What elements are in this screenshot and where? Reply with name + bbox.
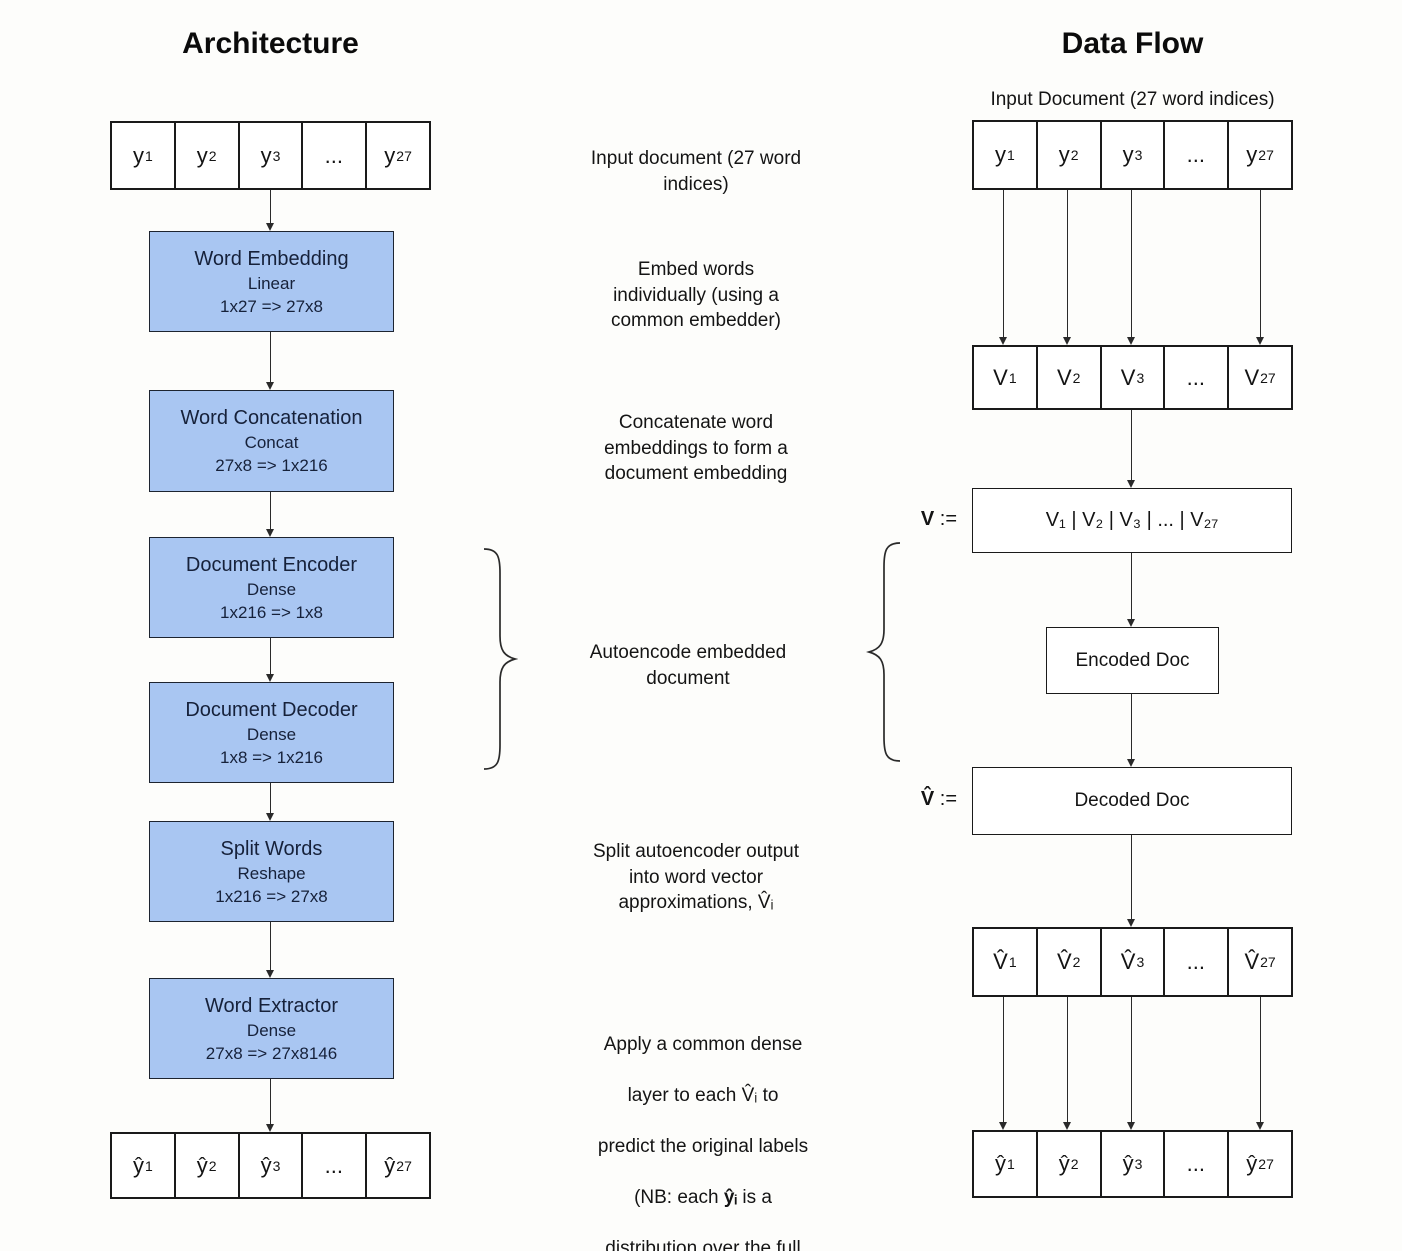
down-arrow [1127, 553, 1136, 627]
annotation-embed-words: Embed words individually (using a common… [610, 259, 782, 331]
down-arrow [1127, 694, 1136, 767]
down-arrow [1063, 190, 1072, 345]
architecture-title: Architecture [182, 27, 359, 60]
ellipsis-cell: ... [1165, 347, 1230, 408]
ellipsis-cell: ... [1165, 929, 1230, 995]
annotation-concatenate: Concatenate word embeddings to form a do… [604, 412, 788, 484]
annotation-autoencode: Autoencode embedded document [589, 642, 787, 689]
down-arrow [1127, 190, 1136, 345]
down-arrow [266, 922, 275, 978]
right-curly-brace-icon [478, 546, 518, 772]
ellipsis-cell: ... [1165, 122, 1230, 188]
block-word-embedding: Word Embedding Linear 1x27 => 27x8 [149, 231, 394, 332]
vector-approx-cell: V̂27 [1244, 949, 1276, 974]
down-arrow [1063, 997, 1072, 1130]
down-arrow [266, 332, 275, 390]
down-arrow [1256, 997, 1265, 1130]
input-document-label: Input Document (27 word indices) [990, 89, 1275, 110]
down-arrow [266, 1079, 275, 1132]
v-assign-label: V := [920, 508, 957, 530]
block-document-decoder: Document Decoder Dense 1x8 => 1x216 [149, 682, 394, 783]
annotation-apply-dense: Apply a common dense layer to each V̂ᵢ t… [597, 1033, 809, 1251]
decoded-doc-box: Decoded Doc [972, 767, 1292, 835]
down-arrow [266, 190, 275, 231]
ellipsis-cell: ... [1165, 1132, 1230, 1196]
vector-approx-cell: V̂2 [1038, 929, 1102, 995]
down-arrow [999, 190, 1008, 345]
left-curly-brace-icon [866, 540, 906, 764]
ellipsis-cell: ... [303, 123, 368, 188]
down-arrow [1256, 190, 1265, 345]
dataflow-title: Data Flow [1061, 27, 1204, 60]
down-arrow [999, 997, 1008, 1130]
ellipsis-cell: ... [303, 1134, 368, 1197]
encoded-doc-box: Encoded Doc [1046, 627, 1219, 694]
block-word-extractor: Word Extractor Dense 27x8 => 27x8146 [149, 978, 394, 1079]
vhat-assign-label: V̂ := [920, 788, 957, 810]
block-split-words: Split Words Reshape 1x216 => 27x8 [149, 821, 394, 922]
document-embedding-box: V₁ | V₂ | V₃ | ... | V₂₇ [972, 488, 1292, 553]
block-document-encoder: Document Encoder Dense 1x216 => 1x8 [149, 537, 394, 638]
down-arrow [266, 638, 275, 682]
down-arrow [1127, 410, 1136, 488]
annotation-split-words: Split autoencoder output into word vecto… [593, 841, 799, 913]
annotation-input-document: Input document (27 word indices) [590, 148, 802, 195]
down-arrow [1127, 835, 1136, 927]
down-arrow [266, 492, 275, 537]
down-arrow [1127, 997, 1136, 1130]
flow-vector-approx-row: V̂1 V̂2 V̂3 ... V̂27 [972, 927, 1293, 997]
vector-approx-cell: V̂3 [1102, 929, 1166, 995]
vector-approx-cell: V̂1 [974, 929, 1038, 995]
block-word-concatenation: Word Concatenation Concat 27x8 => 1x216 [149, 390, 394, 492]
down-arrow [266, 783, 275, 821]
